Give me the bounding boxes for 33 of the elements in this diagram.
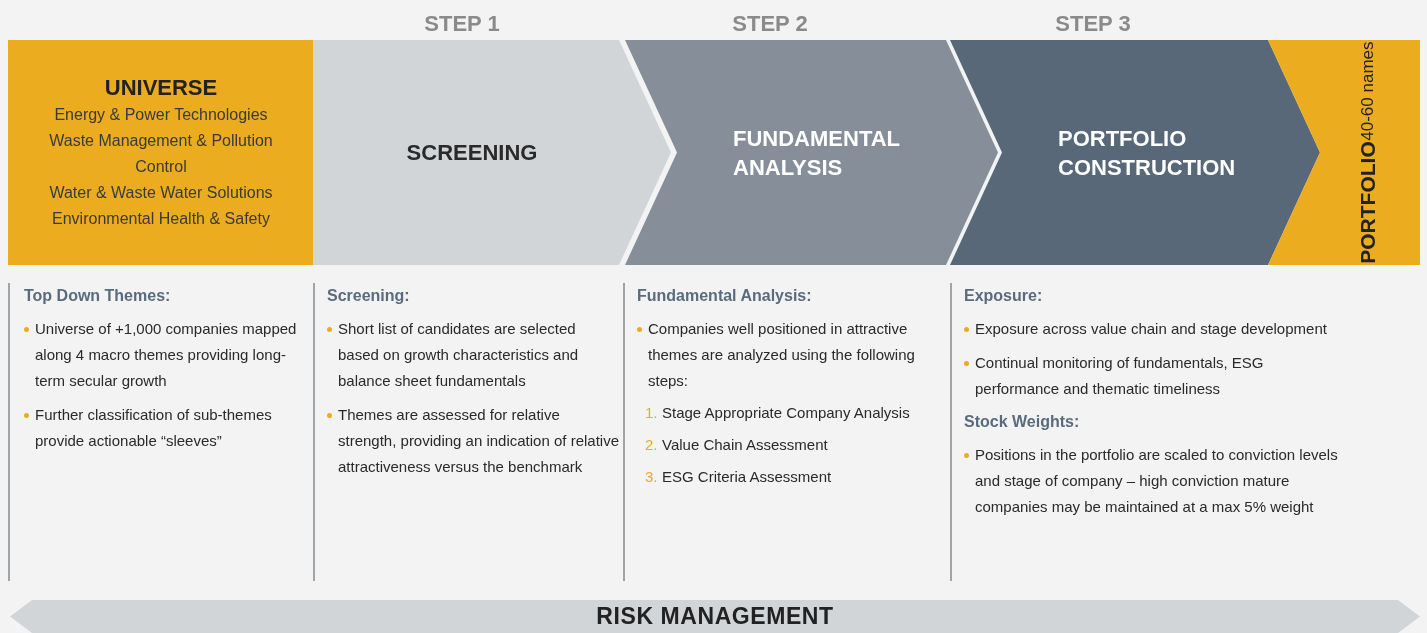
step-title: SCREENING xyxy=(406,139,538,167)
theme-text: Water & Waste Water Solutions xyxy=(48,182,274,203)
step-label: STEP 1 xyxy=(424,10,500,38)
bullet-text: Positions in the portfolio are scaled to conviction levels and stage of company – high conviction mature companies may be maintained at a max 5% weight xyxy=(975,445,1339,517)
bullet-text: Companies well positioned in attractive themes are analyzed using the following steps: xyxy=(648,319,916,391)
step-text: Value Chain Assessment xyxy=(662,435,828,455)
bullet-text: Further classification of sub-themes provide actionable “sleeves” xyxy=(35,405,273,451)
node-title: PORTFOLIO xyxy=(1356,140,1380,264)
step-title: FUNDAMENTAL ANALYSIS xyxy=(733,124,901,182)
theme-text: Environmental Health & Safety xyxy=(51,208,271,229)
step-text: ESG Criteria Assessment xyxy=(662,467,832,487)
bullet-text: Exposure across value chain and stage development xyxy=(975,319,1327,339)
band-title: RISK MANAGEMENT xyxy=(596,602,834,632)
step-number: 3. xyxy=(645,467,659,487)
step-number: 1. xyxy=(645,403,659,423)
column-heading: Exposure: xyxy=(964,286,1044,306)
column-heading: Top Down Themes: xyxy=(24,286,172,306)
column-heading: Stock Weights: xyxy=(964,412,1081,432)
step-text: Stage Appropriate Company Analysis xyxy=(662,403,910,423)
column-heading: Fundamental Analysis: xyxy=(637,286,813,306)
theme-text: Energy & Power Technologies xyxy=(53,104,269,125)
step-number: 2. xyxy=(645,435,659,455)
column-heading: Screening: xyxy=(327,286,411,306)
theme-text: Waste Management & Pollution Control xyxy=(48,130,274,177)
bullet-text: Themes are assessed for relative strength, providing an indication of relative attractiveness versus the benchmark xyxy=(338,405,619,477)
bullet-text: Continual monitoring of fundamentals, ESG performance and thematic timeliness xyxy=(975,353,1265,399)
count-text: 40-60 names xyxy=(1357,41,1378,141)
step-label: STEP 2 xyxy=(732,10,808,38)
step-label: STEP 3 xyxy=(1055,10,1131,38)
bullet-text: Universe of +1,000 companies mapped along 4 macro themes providing long-term secular growth xyxy=(35,319,298,391)
bullet-text: Short list of candidates are selected based on growth characteristics and balance sheet fundamentals xyxy=(338,319,580,391)
step-title: PORTFOLIO CONSTRUCTION xyxy=(1058,124,1237,182)
node-title: UNIVERSE xyxy=(104,73,218,102)
